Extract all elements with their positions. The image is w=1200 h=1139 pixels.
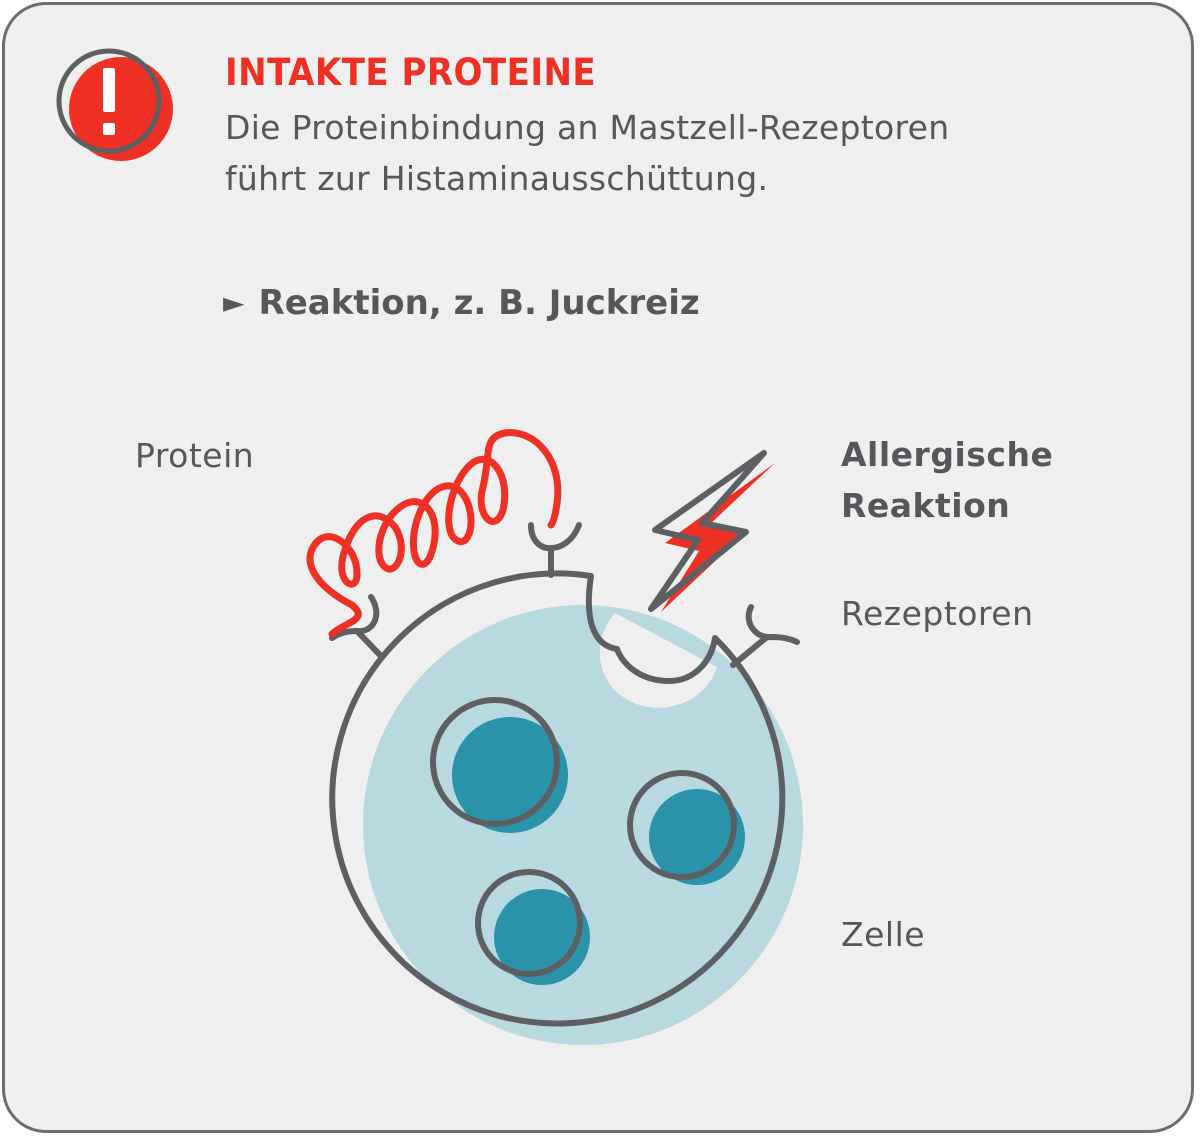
reaction-text: Reaktion, z. B. Juckreiz	[258, 283, 700, 323]
reaction-line: ► Reaktion, z. B. Juckreiz	[223, 283, 700, 323]
description-line-2: führt zur Histaminausschüttung.	[225, 159, 769, 198]
page-title: INTAKTE PROTEINE	[225, 51, 597, 94]
protein-coil	[306, 429, 562, 638]
granule-1	[430, 697, 568, 833]
label-receptors: Rezeptoren	[841, 594, 1034, 633]
label-allergic-line-1: Allergische	[841, 435, 1054, 474]
granule-3	[475, 869, 590, 985]
label-allergic-line-2: Reaktion	[841, 486, 1011, 525]
cell-membrane	[329, 570, 786, 1027]
lightning-bolt-icon	[648, 450, 775, 612]
receptor-right	[730, 604, 800, 668]
receptor-left	[329, 594, 384, 659]
mast-cell-illustration	[56, 48, 803, 1045]
granule-2	[627, 770, 745, 885]
receptor-top	[528, 522, 582, 578]
cell-notch-fill	[599, 613, 717, 708]
triangle-marker-icon: ►	[223, 286, 245, 319]
exclamation-circle-icon	[56, 48, 173, 161]
cell-fill	[363, 605, 803, 1045]
cell	[329, 570, 803, 1045]
label-protein: Protein	[135, 436, 255, 475]
label-cell: Zelle	[841, 915, 926, 954]
description-line-1: Die Proteinbindung an Mastzell-Rezeptore…	[225, 108, 950, 147]
